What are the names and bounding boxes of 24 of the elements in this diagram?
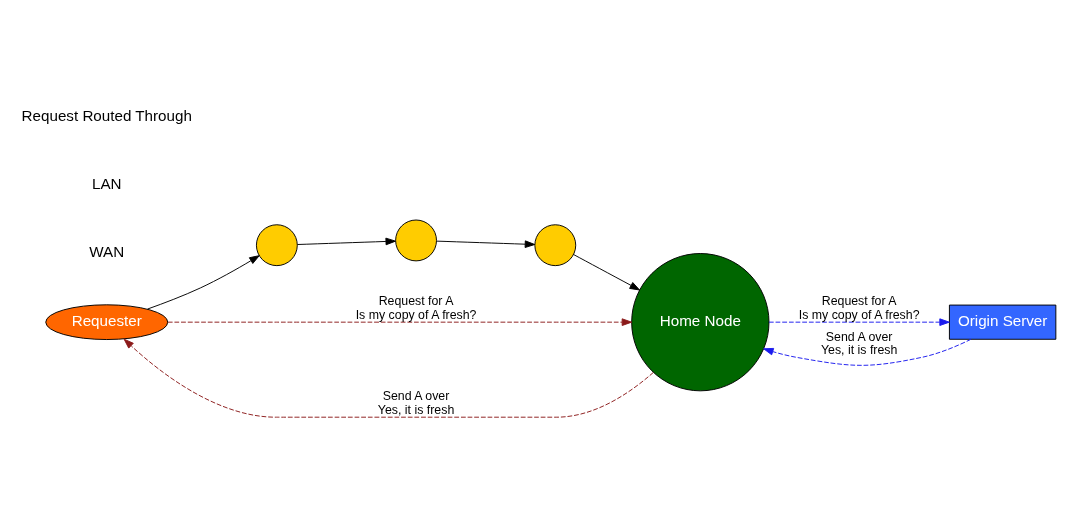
arrow [147,255,260,310]
arrow [768,318,950,326]
edge-label: Request for A [821,294,897,309]
node-circle [534,224,577,267]
edge-label: Is my copy of A fresh? [798,307,920,322]
arrow [763,338,972,366]
edge-label: Send A over [382,389,450,404]
arrow [573,254,640,291]
edge-label: Request for A [378,294,454,309]
node-circle [255,224,298,267]
edge-label: Is my copy of A fresh? [355,307,477,322]
arrow [436,240,536,248]
node-circle [395,219,437,262]
edge-label: Yes, it is fresh [820,342,898,357]
node-ellipse: Requester [45,304,169,340]
label: WAN [89,243,125,261]
edge-label: Send A over [825,329,893,344]
label: LAN [91,174,122,192]
arrow [297,237,396,246]
node-box: Origin Server [948,304,1057,340]
edge-label: Yes, it is fresh [377,402,455,417]
label: Request Routed Through [21,106,192,124]
arrow [123,338,654,418]
arrow [167,318,633,326]
